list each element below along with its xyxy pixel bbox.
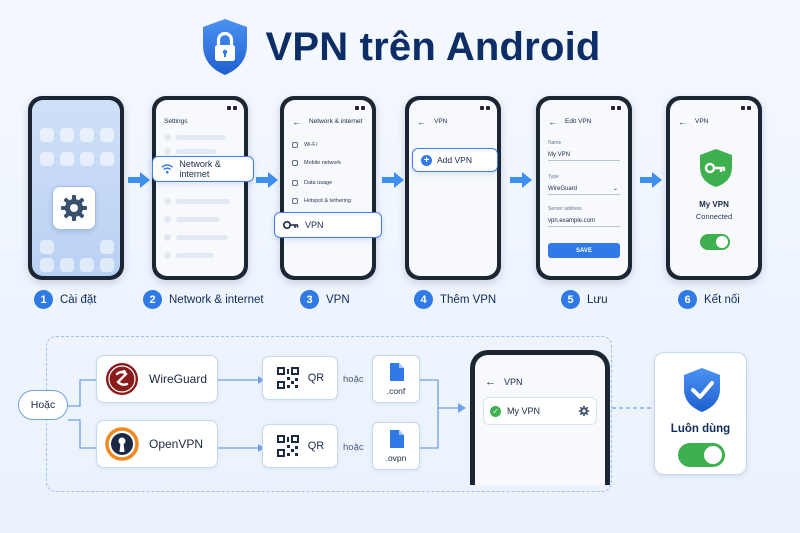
- always-on-card: Luôn dùng: [654, 352, 747, 475]
- key-icon: [283, 221, 299, 229]
- server-label: Server address: [548, 206, 582, 212]
- or-text: hoặc: [343, 374, 364, 385]
- network-internet-callout[interactable]: Network & internet: [152, 156, 254, 182]
- type-label: Type: [548, 174, 559, 180]
- or-pill: Hoặc: [18, 390, 68, 420]
- wireguard-qr-label: QR: [307, 372, 325, 384]
- menu-item-wifi[interactable]: Wi-Fi: [292, 142, 317, 148]
- wireguard-label: WireGuard: [149, 372, 208, 386]
- save-button[interactable]: SAVE: [548, 243, 620, 258]
- phone-vpn-profile: ← VPN ✓ My VPN: [470, 350, 610, 485]
- qr-icon: [276, 435, 299, 457]
- connection-status: Connected: [695, 212, 733, 221]
- dropdown-icon: ⌄: [612, 186, 618, 192]
- wifi-icon: [161, 164, 173, 174]
- flow-arrow: [256, 172, 278, 188]
- connector-lines: [68, 376, 652, 452]
- menu-item-hotspot[interactable]: Hotspot & tethering: [292, 198, 351, 204]
- title-area: VPN trên Android: [0, 14, 800, 80]
- back-arrow-icon[interactable]: ←: [292, 116, 301, 127]
- or-text: hoặc: [343, 442, 364, 453]
- wireguard-app-card[interactable]: WireGuard: [96, 355, 218, 403]
- back-arrow-icon[interactable]: ←: [417, 116, 426, 127]
- add-vpn-button[interactable]: + Add VPN: [412, 148, 498, 172]
- file-icon: [390, 430, 404, 448]
- shield-check-icon: [684, 368, 720, 412]
- back-arrow-icon[interactable]: ←: [485, 376, 496, 388]
- ovpn-file-card[interactable]: .ovpn: [372, 422, 420, 470]
- name-field[interactable]: My VPN: [548, 152, 620, 161]
- vpn-menu-callout[interactable]: VPN: [274, 212, 382, 238]
- phone-settings: Settings: [152, 96, 248, 280]
- vpn-toggle[interactable]: [700, 234, 730, 250]
- settings-header: Settings: [164, 118, 188, 125]
- shield-lock-icon: [203, 19, 248, 75]
- gear-icon: [61, 195, 87, 221]
- flow-arrow: [382, 172, 404, 188]
- always-on-label: Luôn dùng: [670, 423, 731, 435]
- vpn-header: VPN: [434, 118, 448, 125]
- gear-icon[interactable]: [578, 405, 590, 417]
- qr-icon: [276, 367, 299, 389]
- add-vpn-label: Add VPN: [437, 155, 472, 165]
- vpn-connected-header: VPN: [695, 118, 709, 125]
- phone-network-internet: ← Network & internet Wi-Fi Mobile network…: [280, 96, 376, 280]
- openvpn-app-card[interactable]: OpenVPN: [96, 420, 218, 468]
- network-header: Network & internet: [309, 118, 363, 125]
- phone-connected: ← VPN My VPN Connected: [666, 96, 762, 280]
- flow-arrow: [510, 172, 532, 188]
- vpn-menu-label: VPN: [305, 220, 324, 230]
- openvpn-qr-label: QR: [307, 440, 325, 452]
- conf-file-card[interactable]: .conf: [372, 355, 420, 403]
- openvpn-qr-card[interactable]: QR: [262, 424, 338, 468]
- openvpn-logo-icon: [105, 427, 139, 461]
- wireguard-logo-icon: [106, 363, 138, 395]
- back-arrow-icon[interactable]: ←: [678, 116, 687, 127]
- ovpn-file-label: .ovpn: [385, 453, 407, 463]
- menu-item-data-usage[interactable]: Data usage: [292, 180, 332, 186]
- vpn-name: My VPN: [699, 200, 729, 209]
- flow-arrow: [128, 172, 150, 188]
- check-circle-icon: ✓: [490, 405, 501, 417]
- phone-vpn-list: ← VPN: [405, 96, 501, 280]
- name-label: Name: [548, 140, 562, 146]
- phone-home-screen: [28, 96, 124, 280]
- always-on-toggle[interactable]: [678, 443, 725, 467]
- menu-item-mobile-network[interactable]: Mobile network: [292, 160, 341, 166]
- vpn-profile-header: VPN: [504, 377, 523, 387]
- phone-edit-vpn: ← Edit VPN Name My VPN Type WireGuard ⌄ S…: [536, 96, 632, 280]
- openvpn-label: OpenVPN: [149, 437, 204, 451]
- plus-icon: +: [421, 154, 432, 166]
- settings-app-button[interactable]: [52, 186, 96, 230]
- conf-file-label: .conf: [386, 386, 406, 396]
- vpn-profile-row[interactable]: ✓ My VPN: [483, 397, 597, 425]
- vpn-profile-name: My VPN: [507, 406, 541, 416]
- flow-arrow: [640, 172, 662, 188]
- page-title: VPN trên Android: [265, 24, 601, 69]
- server-field[interactable]: vpn.example.com: [548, 218, 620, 227]
- edit-vpn-header: Edit VPN: [565, 118, 592, 125]
- shield-key-icon: [700, 149, 732, 187]
- file-icon: [390, 363, 404, 381]
- back-arrow-icon[interactable]: ←: [548, 116, 557, 127]
- type-select[interactable]: WireGuard ⌄: [548, 186, 620, 195]
- wireguard-qr-card[interactable]: QR: [262, 356, 338, 400]
- network-internet-label: Network & internet: [179, 159, 221, 179]
